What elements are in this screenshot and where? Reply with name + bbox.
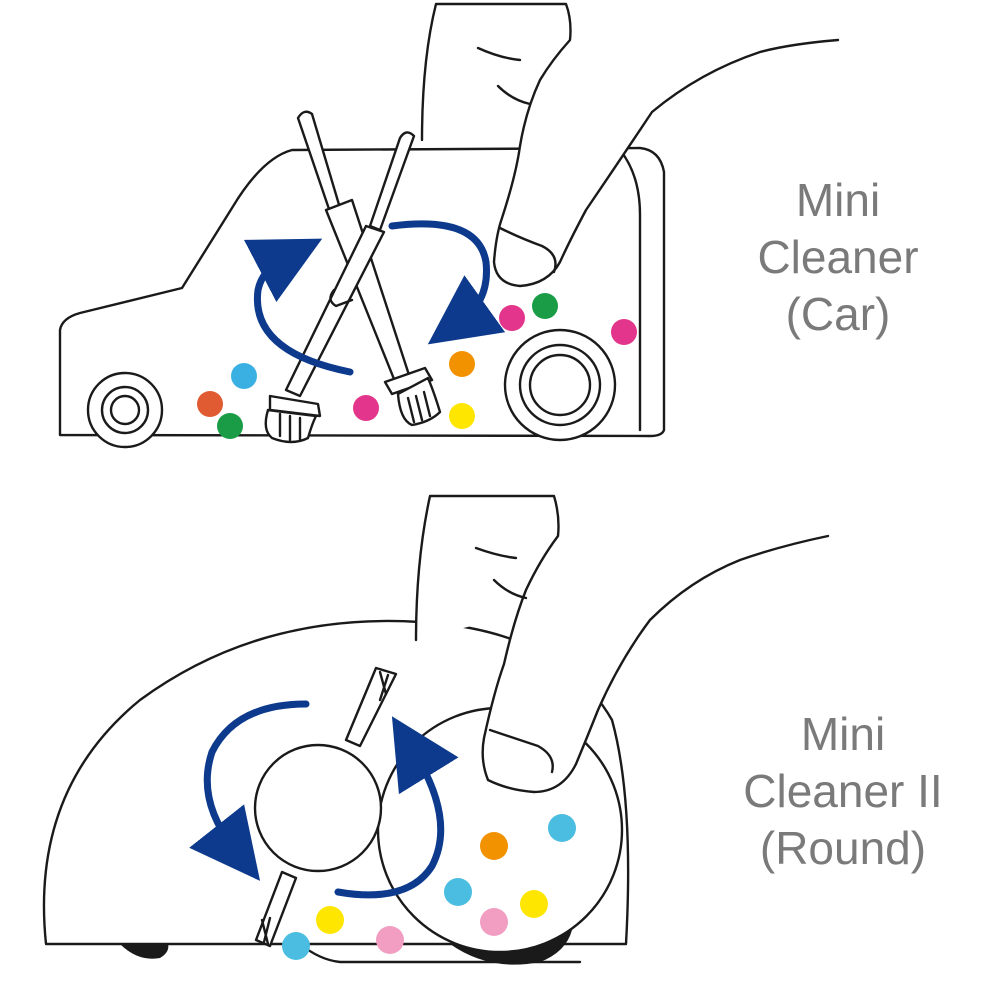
hand-icon bbox=[414, 494, 830, 794]
label-line: (Round) bbox=[759, 822, 927, 874]
brush-icon bbox=[296, 110, 442, 427]
hand-icon bbox=[420, 2, 840, 288]
debris-dot bbox=[376, 926, 404, 954]
debris-dot bbox=[611, 319, 637, 345]
knuckle-lines bbox=[476, 46, 532, 106]
rotation-arrow-icon bbox=[334, 716, 459, 899]
debris-dot bbox=[444, 878, 472, 906]
fingernail bbox=[498, 226, 557, 274]
car-cleaner-illustration bbox=[58, 2, 840, 449]
rotation-arrow-icon bbox=[388, 220, 506, 345]
car-window-line bbox=[618, 148, 642, 432]
debris-dot bbox=[316, 906, 344, 934]
rotation-arrow-icon bbox=[189, 700, 310, 881]
debris-dot bbox=[449, 351, 475, 377]
knuckle-lines bbox=[474, 546, 528, 600]
debris-dot bbox=[499, 305, 525, 331]
label-mini-cleaner-car: Mini Cleaner (Car) bbox=[738, 172, 938, 343]
label-line: (Car) bbox=[785, 288, 891, 340]
debris-dot bbox=[520, 890, 548, 918]
brush-icon bbox=[264, 131, 416, 444]
debris-dot bbox=[197, 391, 223, 417]
debris-dot bbox=[548, 814, 576, 842]
label-line: Mini bbox=[795, 174, 881, 226]
round-cleaner-illustration bbox=[42, 494, 830, 965]
debris-dot bbox=[480, 908, 508, 936]
wheel-icon bbox=[503, 328, 617, 442]
label-mini-cleaner-round: Mini Cleaner II (Round) bbox=[720, 706, 966, 877]
debris-dot bbox=[353, 395, 379, 421]
brush-icon bbox=[254, 666, 398, 948]
debris-dot bbox=[480, 832, 508, 860]
label-line: Cleaner bbox=[757, 231, 919, 283]
debris-dot bbox=[282, 932, 310, 960]
fingernail bbox=[488, 728, 554, 774]
label-line: Cleaner II bbox=[743, 765, 943, 817]
wheel-icon bbox=[86, 371, 164, 449]
debris-dot bbox=[217, 413, 243, 439]
debris-dot bbox=[231, 363, 257, 389]
label-line: Mini bbox=[800, 708, 886, 760]
rotation-arrow-icon bbox=[243, 238, 354, 376]
debris-dot bbox=[449, 403, 475, 429]
debris-dot bbox=[532, 293, 558, 319]
round-foot bbox=[120, 944, 169, 959]
brush-hub bbox=[253, 743, 383, 873]
